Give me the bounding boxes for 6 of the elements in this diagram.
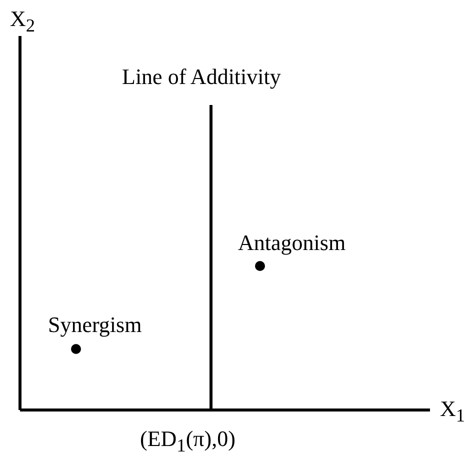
line-label: Line of Additivity [122,66,281,88]
axis-label: X$_{2}$ [10,8,36,35]
region-label: Antagonism [238,232,346,254]
axis-label: X$_{1}$ [440,398,466,425]
region-label: Synergism [48,314,142,336]
tick-label: (ED$_{1}$(π),0) [140,428,236,455]
